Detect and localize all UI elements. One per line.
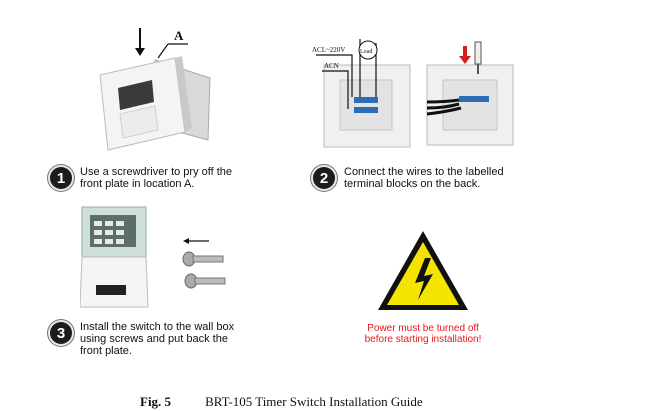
- step-3-line1: Install the switch to the wall box: [80, 321, 235, 333]
- figure-caption: Fig. 5 BRT-105 Timer Switch Installation …: [140, 394, 423, 410]
- step-1-badge: 1: [50, 167, 72, 189]
- location-a-label: A: [174, 28, 184, 43]
- step-2-text: Connect the wires to the labelled termin…: [344, 166, 504, 190]
- step-1-line1: Use a screwdriver to pry off the: [80, 166, 233, 178]
- switch-back-wiring-drawing: ACL~220V ACN Load: [312, 39, 411, 148]
- screws-illustration: [175, 235, 240, 295]
- switch-front-plate-drawing: A: [99, 28, 211, 151]
- step-3-text: Install the switch to the wall box using…: [80, 321, 234, 357]
- screw-icon: [182, 251, 224, 267]
- step3-illustration: [79, 205, 150, 310]
- step1-illustration: A: [80, 20, 220, 160]
- load-label: Load: [360, 49, 372, 55]
- figure-title: BRT-105 Timer Switch Installation Guide: [205, 394, 423, 409]
- high-voltage-icon: [378, 231, 468, 310]
- step-3-line3: front plate.: [80, 345, 132, 357]
- figure-number: Fig. 5: [140, 394, 172, 409]
- acl-label: ACL~220V: [312, 46, 345, 54]
- warning-sign: [375, 228, 471, 314]
- step-2-line1: Connect the wires to the labelled: [344, 166, 504, 178]
- switch-back-screwdriver-drawing: [426, 41, 514, 146]
- step-2-line2: terminal blocks on the back.: [344, 178, 481, 190]
- screws-drawing: [182, 238, 226, 289]
- step-3-badge: 3: [50, 322, 72, 344]
- step-1-text: Use a screwdriver to pry off the front p…: [80, 166, 232, 190]
- step-2-badge: 2: [313, 167, 335, 189]
- screw-icon: [184, 273, 226, 289]
- open-switch-keypad-drawing: [79, 206, 149, 308]
- step-3-line2: using screws and put back the: [80, 333, 228, 345]
- step2-illustration-right: [425, 40, 515, 148]
- warning-line2: before starting installation!: [364, 334, 482, 345]
- step-1-line2: front plate in location A.: [80, 178, 195, 190]
- warning-line1: Power must be turned off: [367, 323, 479, 334]
- step2-illustration-left: ACL~220V ACN Load: [310, 35, 420, 150]
- warning-text: Power must be turned off before starting…: [343, 323, 503, 345]
- acn-label: ACN: [324, 62, 339, 70]
